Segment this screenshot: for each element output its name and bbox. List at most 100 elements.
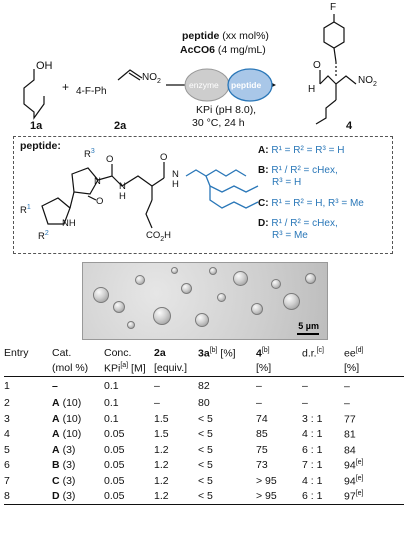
scale-bar [297,333,319,335]
legend-b: B: R¹ / R² = cHex,R³ = H [258,165,338,188]
cell-yield3a: < 5 [198,428,213,441]
aryl-prefix-label: 4-F-Ph [76,86,107,97]
legend-a: A: R¹ = R² = R³ = H [258,145,345,156]
cell-dr: 3 : 1 [302,412,323,425]
amide-o3-label: O [160,152,168,163]
peptide-structure [41,162,165,229]
nitro-group-label: NO2 [142,72,161,85]
droplet [181,283,192,294]
cell-yield4: > 95 [256,490,277,503]
droplet [113,301,125,313]
droplet [135,275,145,285]
cell-yield4: > 95 [256,474,277,487]
amide-o2-label: O [106,154,114,165]
cell-dr: 4 : 1 [302,428,323,441]
droplet [233,271,248,286]
cell-entry: 5 [4,443,10,456]
cell-yield4: – [256,380,262,393]
cell-cat: D(3) [52,490,76,503]
droplet [127,321,135,329]
results-table: Entry Cat. Conc. 2a 3a[b] [%] 4[b] d.r.[… [4,345,404,505]
hexanol-oh-label: OH [36,60,53,72]
cell-conc: 0.1 [104,397,119,410]
cell-dr: – [302,380,308,393]
droplet [251,303,263,315]
r3-label: R3 [84,148,95,161]
cell-cat: A(10) [52,397,82,410]
cell-yield4: 85 [256,428,268,441]
amide-o1-label: O [96,196,104,207]
cell-entry: 3 [4,412,10,425]
cell-yield3a: 82 [198,380,210,393]
cell-conc: 0.05 [104,490,125,503]
conditions-line-2: 30 °C, 24 h [192,117,245,129]
peptide-catalyst-box [13,136,393,254]
subheader-cat: (mol %) [52,362,89,375]
droplet [271,279,281,289]
cell-yield4: – [256,397,262,410]
cell-entry: 7 [4,474,10,487]
cell-cat: C(3) [52,474,76,487]
header-cat: Cat. [52,346,72,359]
cell-entry: 2 [4,397,10,410]
cell-dr: 7 : 1 [302,459,323,472]
cell-cat: A(10) [52,412,82,425]
droplet [209,267,217,275]
product-oxygen-label: O [313,60,321,71]
cell-yield4: 74 [256,412,268,425]
cell-yield3a: < 5 [198,459,213,472]
cell-ee: 97[e] [344,490,364,503]
cell-ee: – [344,380,350,393]
cell-conc: 0.05 [104,474,125,487]
header-dr: d.r.[c] [302,346,324,360]
cell-conc: 0.1 [104,380,119,393]
cell-conc: 0.05 [104,443,125,456]
cell-eq: 1.2 [154,490,169,503]
cell-eq: 1.5 [154,412,169,425]
compound-1a-label: 1a [30,120,43,132]
header-ee: ee[d] [344,346,364,360]
legend-c: C: R¹ = R² = H, R³ = Me [258,198,364,209]
r2-label: R2 [38,230,49,243]
conditions-line-1: KPi (pH 8.0), [196,104,257,116]
cell-dr: 6 : 1 [302,443,323,456]
cell-conc: 0.05 [104,428,125,441]
compound-2a-label: 2a [114,120,127,132]
cell-cat: A(10) [52,428,82,441]
droplet [153,307,171,325]
cell-yield3a: < 5 [198,474,213,487]
proline-n-label: N [94,176,101,187]
cell-eq: – [154,397,160,410]
cell-entry: 4 [4,428,10,441]
subheader-conc: KPi[a] [M] [104,362,146,375]
droplet [195,313,209,327]
peptide-circle [227,68,273,102]
header-entry: Entry [4,346,29,359]
table-subheader-row: (mol %) KPi[a] [M] [equiv.] [%] [%] [4,361,404,377]
peptide-circle-label: peptide [231,80,262,90]
header-3a: 3a[b] [%] [198,346,236,360]
droplet [171,267,178,274]
alkyl-tails [185,169,259,209]
peptide-box-title: peptide: [20,140,61,152]
header-conc: Conc. [104,346,132,359]
cell-eq: 1.5 [154,428,169,441]
microscopy-image: 5 µm [82,262,328,340]
plus-sign: + [62,80,70,94]
product-fluoro-label: F [330,2,337,13]
cell-yield3a: < 5 [198,412,213,425]
cell-dr: 6 : 1 [302,490,323,503]
cell-ee: 77 [344,413,356,425]
cell-yield4: 75 [256,443,268,456]
cell-ee: 94[e] [344,459,364,472]
compound-4-label: 4 [346,120,353,132]
subheader-2a: [equiv.] [154,362,188,375]
